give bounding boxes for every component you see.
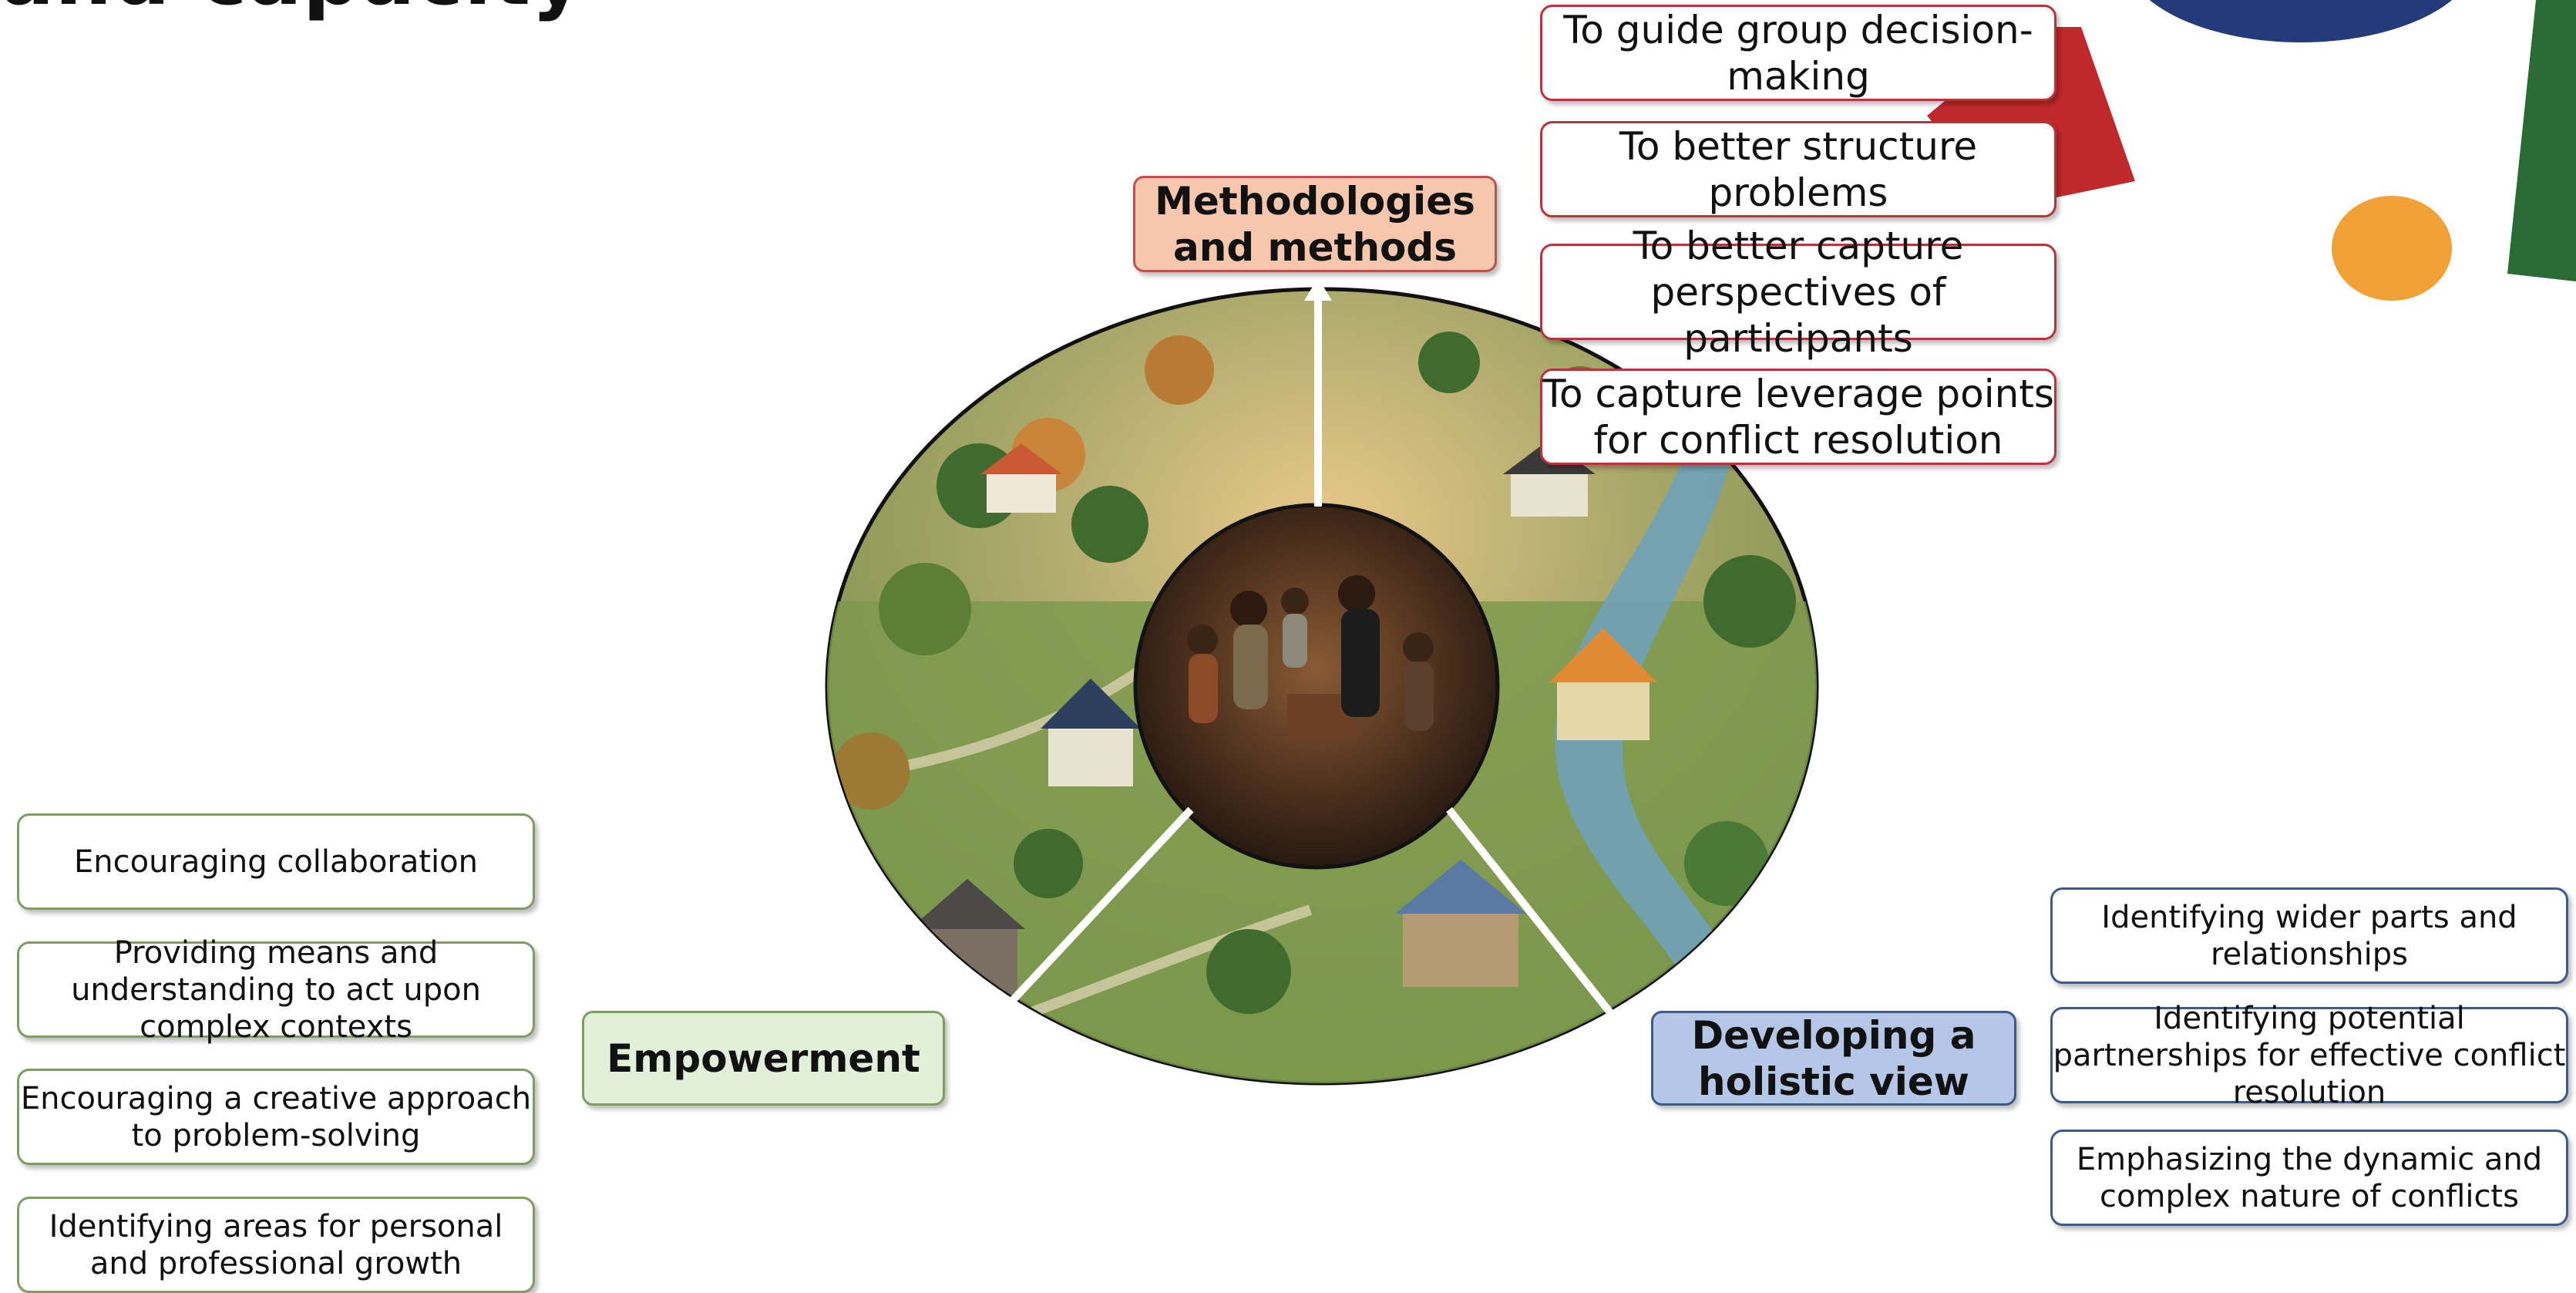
methodologies-hub: Methodologies and methods — [1133, 176, 1497, 272]
arrow-to-holistic — [1446, 806, 1645, 1056]
holistic-view-hub: Developing a holistic view — [1651, 1011, 2016, 1106]
empowerment-item-text: Encouraging collaboration — [73, 843, 478, 880]
arrowhead-methodologies — [1304, 278, 1332, 301]
green-bar-shape — [2507, 0, 2576, 281]
orange-circle-shape — [2332, 196, 2452, 301]
empowerment-hub: Empowerment — [582, 1011, 945, 1106]
page-title: and capacity — [0, 0, 584, 23]
people-silhouettes — [1187, 575, 1434, 740]
purpose-text: To better capture perspectives of partic… — [1633, 223, 1964, 361]
purpose-text: To better structure problems — [1619, 123, 1978, 215]
empowerment-item: Identifying areas for personal and profe… — [17, 1197, 535, 1293]
purpose-box: To capture leverage points for conflict … — [1540, 369, 2056, 465]
methodologies-label: Methodologies and methods — [1155, 178, 1475, 270]
holistic-item: Identifying potential partnerships for e… — [2050, 1001, 2568, 1110]
holistic-item-text: Emphasizing the dynamic and complex natu… — [2076, 1141, 2543, 1214]
path-trail-2 — [1015, 904, 1313, 1023]
empowerment-item: Encouraging a creative approach to probl… — [17, 1069, 535, 1165]
arrow-to-empowerment — [968, 806, 1194, 1048]
purpose-box: To guide group decision-making — [1540, 5, 2056, 101]
holistic-view-label: Developing a holistic view — [1691, 1012, 1976, 1104]
empowerment-item: Encouraging collaboration — [17, 813, 535, 910]
holistic-item: Identifying wider parts and relationship… — [2050, 887, 2568, 984]
purpose-box: To better structure problems — [1540, 121, 2056, 217]
empowerment-item-text: Identifying areas for personal and profe… — [49, 1208, 503, 1281]
holistic-item-text: Identifying wider parts and relationship… — [2101, 899, 2517, 972]
purpose-text: To capture leverage points for conflict … — [1542, 371, 2054, 463]
holistic-item: Emphasizing the dynamic and complex natu… — [2050, 1130, 2568, 1226]
empowerment-item: Providing means and understanding to act… — [17, 935, 535, 1045]
purpose-text: To guide group decision-making — [1563, 7, 2033, 99]
arrowhead-empowerment — [963, 1029, 985, 1052]
empowerment-item-text: Encouraging a creative approach to probl… — [20, 1080, 532, 1153]
navy-half-circle-shape — [2149, 0, 2453, 42]
holistic-item-text: Identifying potential partnerships for e… — [2053, 1000, 2566, 1110]
empowerment-label: Empowerment — [607, 1035, 920, 1081]
purpose-box: To better capture perspectives of partic… — [1540, 224, 2056, 361]
empowerment-item-text: Providing means and understanding to act… — [71, 934, 481, 1045]
arrowhead-holistic — [1628, 1038, 1650, 1060]
houses — [910, 439, 1657, 998]
river — [1555, 447, 1773, 1083]
community-illustration — [825, 287, 1819, 1086]
